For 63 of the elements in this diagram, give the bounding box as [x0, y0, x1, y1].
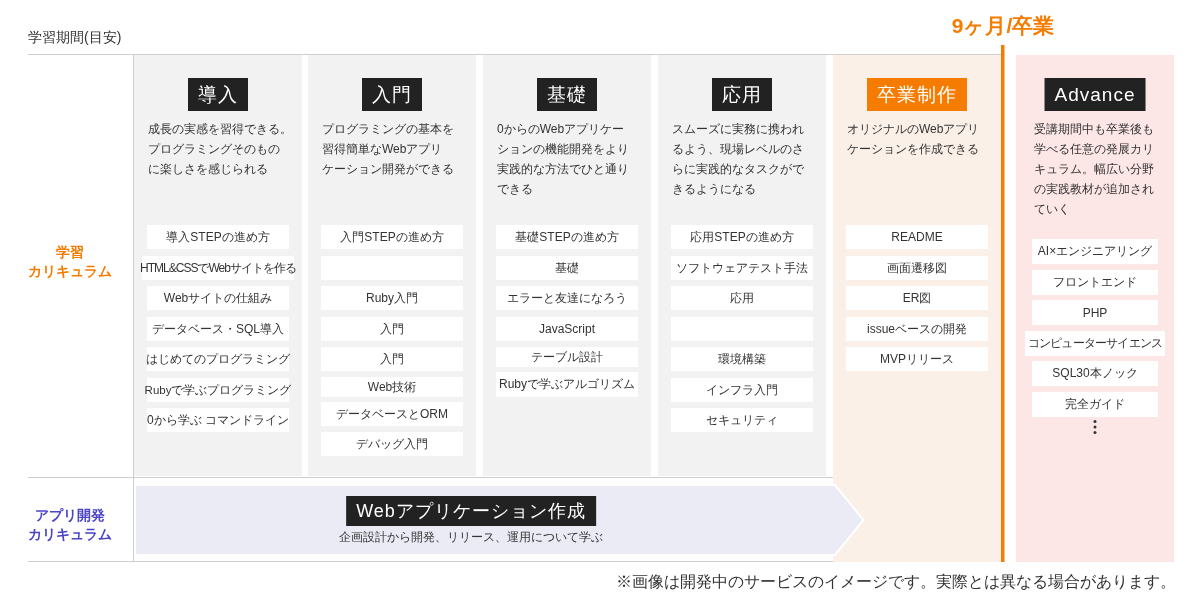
stage-heading: 応用 [712, 78, 772, 111]
lesson-box: 導入STEPの進め方 [147, 225, 289, 249]
band-description: 企画設計から開発、リリース、運用について学ぶ [339, 530, 603, 545]
lesson-box: 応用 [671, 286, 813, 310]
lesson-box: 0から学ぶ コマンドライン [147, 408, 289, 432]
lesson-box: ソフトウェアテスト手法 [671, 256, 813, 280]
lesson-box: 入門 [321, 317, 463, 341]
stage-description: 成長の実感を習得できる。プログラミングそのものに楽しさを感じられる [148, 121, 292, 178]
stage-column [1016, 55, 1174, 562]
stage-heading: 基礎 [537, 78, 597, 111]
lesson-box: JavaScript [496, 317, 638, 341]
footnote: ※画像は開発中のサービスのイメージです。実際とは異なる場合があります。 [616, 572, 1176, 592]
lesson-box: デバッグ入門 [321, 432, 463, 456]
lesson-box: テーブル設計 [496, 347, 638, 367]
lesson-box: Ruby入門 [321, 286, 463, 310]
stage-heading: 入門 [362, 78, 422, 111]
arrow-band [134, 484, 865, 556]
lesson-box: コンピューターサイエンス [1025, 331, 1165, 356]
period-heading: 学習期間(目安) [28, 29, 122, 47]
lesson-box: セキュリティ [671, 408, 813, 432]
lesson-box: issueベースの開発 [846, 317, 988, 341]
row-label: 学習カリキュラム [28, 243, 112, 281]
lesson-box: 完全ガイド [1032, 392, 1158, 417]
lesson-box: AI×エンジニアリング [1032, 239, 1158, 264]
lesson-box: フロントエンド [1032, 270, 1158, 295]
lesson-box: MVPリリース [846, 347, 988, 371]
stage-heading: 卒業制作 [867, 78, 967, 111]
stage-heading: Advance [1044, 78, 1146, 111]
lesson-box: 画面遷移図 [846, 256, 988, 280]
lesson-box: README [846, 225, 988, 249]
lesson-box: SQL30本ノック [1032, 361, 1158, 386]
band-heading: Webアプリケーション作成 [346, 496, 596, 526]
lesson-box: 入門 [321, 347, 463, 371]
lesson-box: PHP [1032, 300, 1158, 325]
stage-description: プログラミングの基本を習得簡単なWebアプリケーション開発ができる [322, 121, 454, 178]
lesson-box: ER図 [846, 286, 988, 310]
lesson-box: インフラ入門 [671, 378, 813, 402]
lesson-box: データベース・SQL導入 [147, 317, 289, 341]
stage-heading: 導入 [188, 78, 248, 111]
stage-column [134, 55, 302, 476]
stage-column [483, 55, 651, 476]
stage-description: スムーズに実務に携われるよう、現場レベルのさらに実践的なタスクができるようになる [672, 121, 804, 198]
row-label: アプリ開発カリキュラム [28, 506, 112, 544]
lesson-box: Rubyで学ぶプログラミング [147, 378, 289, 402]
lesson-box: データベースとORM [321, 402, 463, 426]
lesson-box: HTML&CSSでWebサイトを作る [142, 256, 294, 280]
lesson-box: エラーと友達になろう [496, 286, 638, 310]
lesson-box: Web技術 [321, 377, 463, 397]
lesson-box: 入門STEPの進め方 [321, 225, 463, 249]
stage-description: 受講期間中も卒業後も学べる任意の発展カリキュラム。幅広い分野の実践教材が追加されていく [1034, 121, 1154, 218]
lesson-box: 基礎STEPの進め方 [496, 225, 638, 249]
stage-description: オリジナルのWebアプリケーションを作成できる [847, 121, 980, 158]
stage-column [308, 55, 476, 476]
milestone-label: 9ヶ月/卒業 [951, 13, 1055, 39]
stage-column [658, 55, 826, 476]
lesson-box: はじめてのプログラミング [147, 347, 289, 371]
stage-description: 0からのWebアプリケーションの機能開発をより実践的な方法でひと通りできる [497, 121, 629, 198]
lesson-box: 環境構築 [671, 347, 813, 371]
lesson-box: 応用STEPの進め方 [671, 225, 813, 249]
lesson-box: 基礎 [496, 256, 638, 280]
lesson-box: Rubyで学ぶアルゴリズム [496, 372, 638, 397]
stage-column [833, 55, 1001, 562]
lesson-box: Webサイトの仕組み [147, 286, 289, 310]
